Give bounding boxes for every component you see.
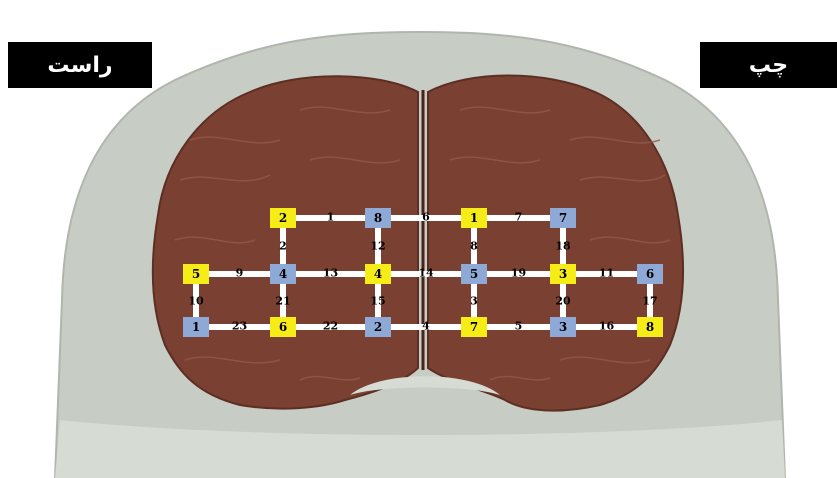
edge-label: 13 [323,268,338,279]
electrode-node-blue: 5 [461,264,487,284]
edge-label: 22 [323,321,338,332]
edge-label: 11 [599,268,614,279]
electrode-node-yellow: 1 [461,208,487,228]
edge-label: 6 [422,212,430,223]
electrode-node-yellow: 4 [365,264,391,284]
left-side-label: چپ [700,42,837,88]
edge-label: 16 [599,321,614,332]
right-side-label: راست [8,42,152,88]
electrode-node-yellow: 3 [550,264,576,284]
edge-label: 4 [422,321,430,332]
electrode-node-yellow: 8 [637,317,663,337]
edge-label: 17 [642,295,657,306]
edge-label: 8 [470,241,478,252]
electrode-node-blue: 6 [637,264,663,284]
electrode-node-yellow: 2 [270,208,296,228]
edge-label: 2 [279,241,287,252]
edge-label: 15 [370,295,385,306]
electrode-node-blue: 1 [183,317,209,337]
edge-label: 21 [275,295,290,306]
edge-label: 18 [555,241,570,252]
edge-label: 9 [236,268,244,279]
electrode-node-blue: 8 [365,208,391,228]
edge-label: 12 [370,241,385,252]
edge-label: 3 [470,295,478,306]
edge-label: 14 [418,268,433,279]
electrode-node-blue: 7 [550,208,576,228]
edge-label: 20 [555,295,570,306]
electrode-node-yellow: 6 [270,317,296,337]
electrode-node-yellow: 7 [461,317,487,337]
electrode-node-blue: 3 [550,317,576,337]
edge-label: 19 [511,268,526,279]
electrode-node-blue: 2 [365,317,391,337]
edge-label: 1 [327,212,335,223]
electrode-node-yellow: 5 [183,264,209,284]
edge-label: 7 [515,212,523,223]
electrode-node-blue: 4 [270,264,296,284]
edge-label: 10 [188,295,203,306]
edge-label: 23 [232,321,247,332]
edge-label: 5 [515,321,523,332]
